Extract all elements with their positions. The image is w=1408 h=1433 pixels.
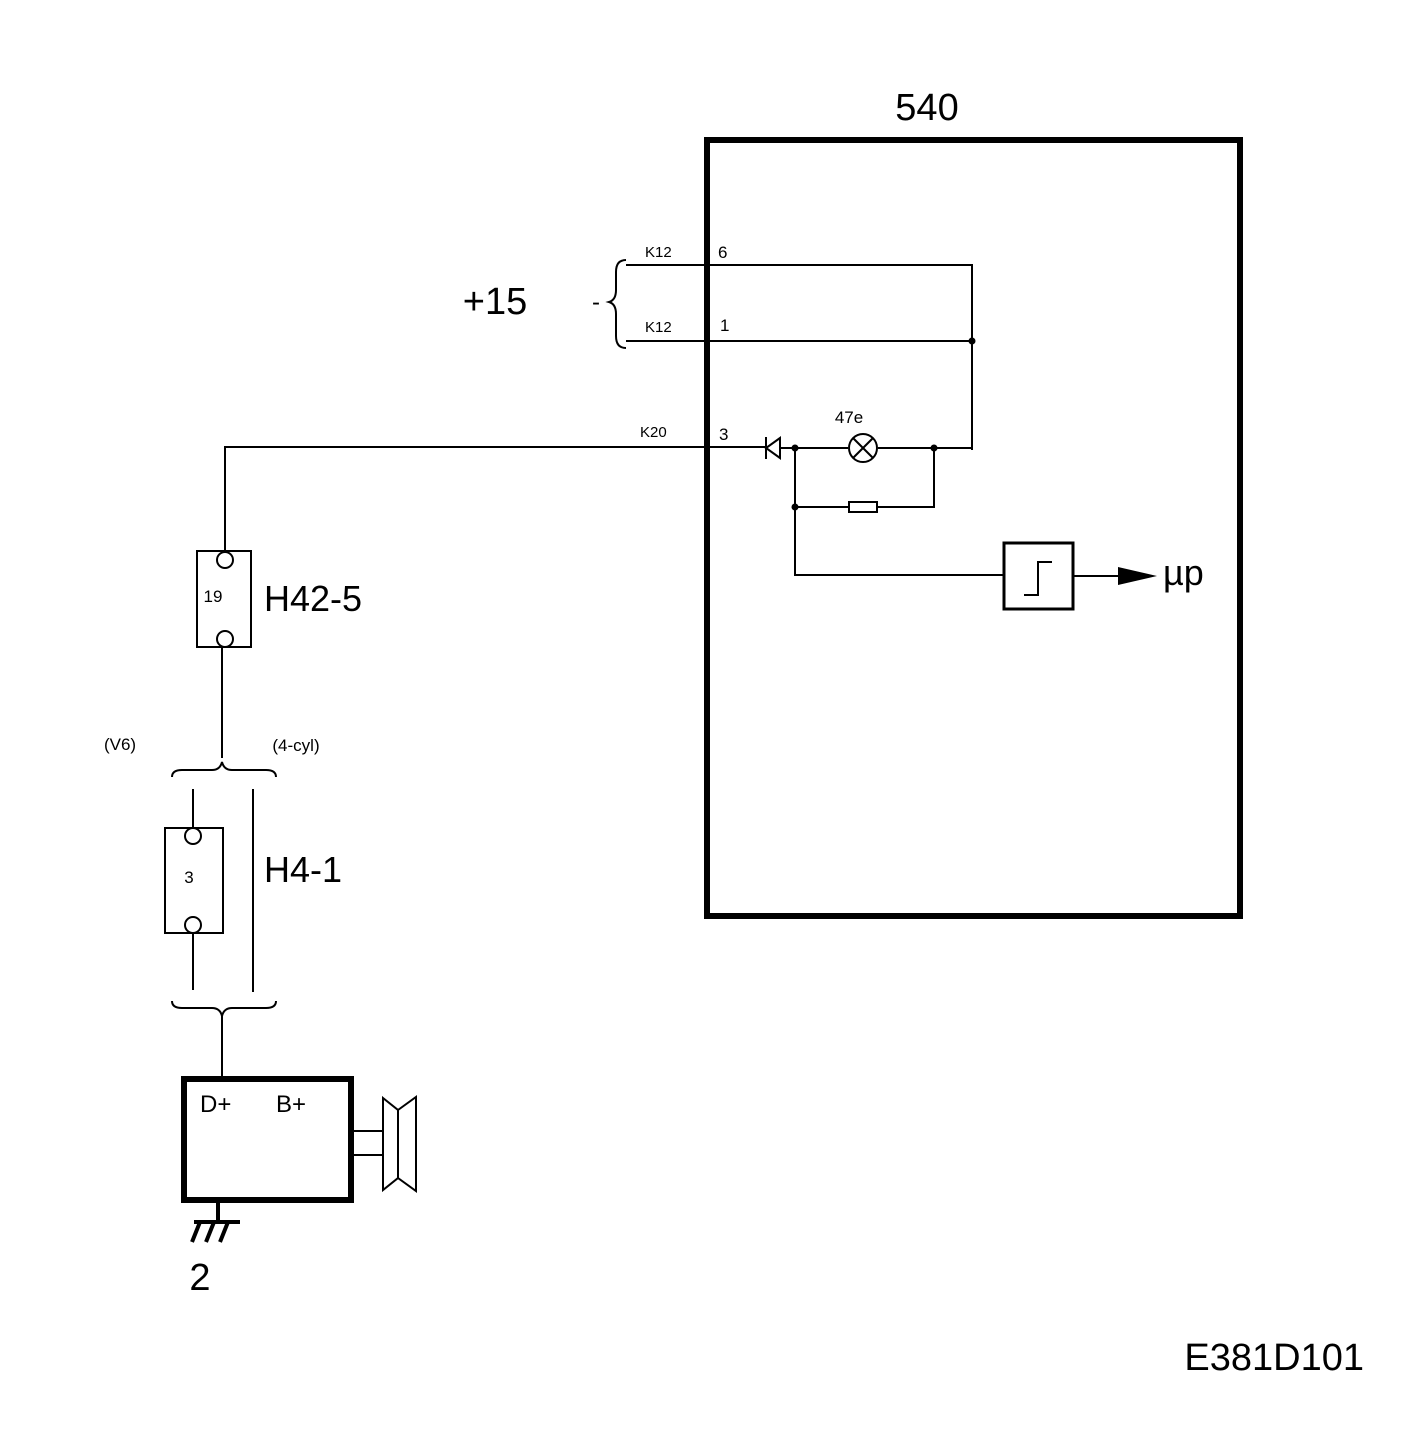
output-label: µp	[1163, 552, 1204, 593]
figure-code: E381D101	[1184, 1337, 1364, 1379]
supply-dash: -	[592, 289, 600, 316]
control-module-540-box	[704, 137, 1243, 919]
schmitt-trigger-icon	[1024, 561, 1052, 596]
terminal-icon	[216, 551, 234, 569]
supply-label: +15	[463, 281, 527, 323]
variant-left-label: (V6)	[104, 735, 136, 754]
connector-h42-5-label: H42-5	[264, 578, 362, 619]
variant-brace-bottom	[171, 1000, 277, 1017]
wire-k12-pin1-number: 1	[720, 316, 729, 335]
lamp-icon	[848, 433, 878, 463]
alternator-terminal-d: D+	[200, 1091, 231, 1118]
resistor-icon	[848, 501, 878, 513]
wire-resistor-right	[877, 448, 935, 508]
wire-k12-pin1-connector: K12	[645, 319, 672, 336]
supply-brace	[605, 259, 627, 349]
variant-right-label: (4-cyl)	[272, 736, 319, 755]
connector-h4-1-label: H4-1	[264, 849, 342, 890]
variant-brace-top	[171, 761, 277, 778]
pulley-icon	[351, 1095, 417, 1193]
wire-k12-pin6-connector: K12	[645, 244, 672, 261]
wire-resistor-left	[794, 448, 849, 508]
wire-k20-connector: K20	[640, 424, 667, 441]
wire-k20-pin3	[224, 446, 765, 553]
connector-h4-1-pin: 3	[184, 868, 193, 887]
output-arrow-icon	[1118, 567, 1157, 585]
lamp-label: 47e	[835, 408, 863, 427]
ground-icon	[190, 1203, 240, 1243]
terminal-icon	[216, 630, 234, 648]
alternator-terminal-b: B+	[276, 1091, 306, 1118]
wire-to-trigger	[794, 507, 1004, 576]
wire-k20-pin-number: 3	[719, 425, 728, 444]
diode-icon	[764, 436, 781, 460]
alternator-box	[181, 1076, 354, 1203]
junction-dot	[968, 337, 976, 345]
ground-label: 2	[189, 1257, 210, 1299]
module-label: 540	[895, 87, 958, 129]
terminal-icon	[184, 827, 202, 845]
connector-h42-5-pin: 19	[204, 587, 223, 606]
wire-k12-pin6-number: 6	[718, 243, 727, 262]
terminal-icon	[184, 916, 202, 934]
wire-k12-pin6	[626, 264, 973, 450]
